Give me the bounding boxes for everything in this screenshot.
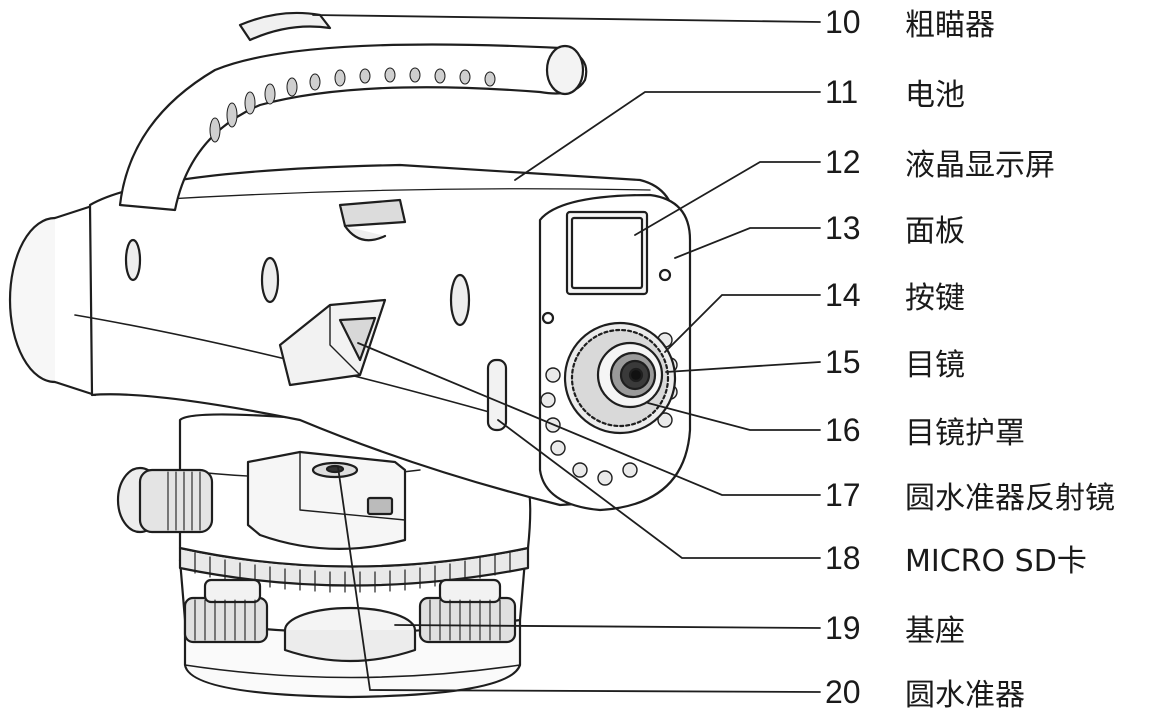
leader-12 xyxy=(634,161,821,236)
callout-label: 液晶显示屏 xyxy=(905,148,1055,183)
base-tribrach xyxy=(178,546,530,699)
leader-14 xyxy=(664,294,821,353)
telescope-body xyxy=(8,163,677,507)
callout-number: 16 xyxy=(825,411,861,448)
leader-17 xyxy=(357,342,821,496)
leader-16 xyxy=(647,402,821,431)
callout-number: 12 xyxy=(825,143,861,180)
callout-label: 面板 xyxy=(905,214,965,249)
leader-19 xyxy=(394,624,821,629)
callout-label: 目镜护罩 xyxy=(905,416,1025,451)
callout-label: 基座 xyxy=(905,614,965,649)
leader-18 xyxy=(497,419,821,559)
callout-label: 粗瞄器 xyxy=(905,8,995,43)
carry-handle xyxy=(118,11,588,212)
callout-label: 圆水准器反射镜 xyxy=(905,481,1115,516)
callout-number: 18 xyxy=(825,539,861,576)
leader-10 xyxy=(312,14,821,23)
callout-number: 17 xyxy=(825,476,861,513)
callout-label: 目镜 xyxy=(905,348,965,383)
callout-number: 11 xyxy=(825,73,859,110)
leader-20 xyxy=(337,466,821,693)
rear-panel xyxy=(538,193,692,512)
leader-11 xyxy=(514,91,821,181)
callout-number: 14 xyxy=(825,276,861,313)
callout-label: MICRO SD卡 xyxy=(905,544,1087,579)
callout-label: 电池 xyxy=(905,78,965,113)
leader-13 xyxy=(674,227,821,259)
callout-label: 按键 xyxy=(905,281,965,316)
callout-number: 13 xyxy=(825,209,861,246)
leader-15 xyxy=(665,361,821,373)
callout-label: 圆水准器 xyxy=(905,678,1025,713)
callout-number: 20 xyxy=(825,673,861,710)
callout-number: 15 xyxy=(825,343,861,380)
callout-number: 10 xyxy=(825,3,861,40)
callout-number: 19 xyxy=(825,609,861,646)
